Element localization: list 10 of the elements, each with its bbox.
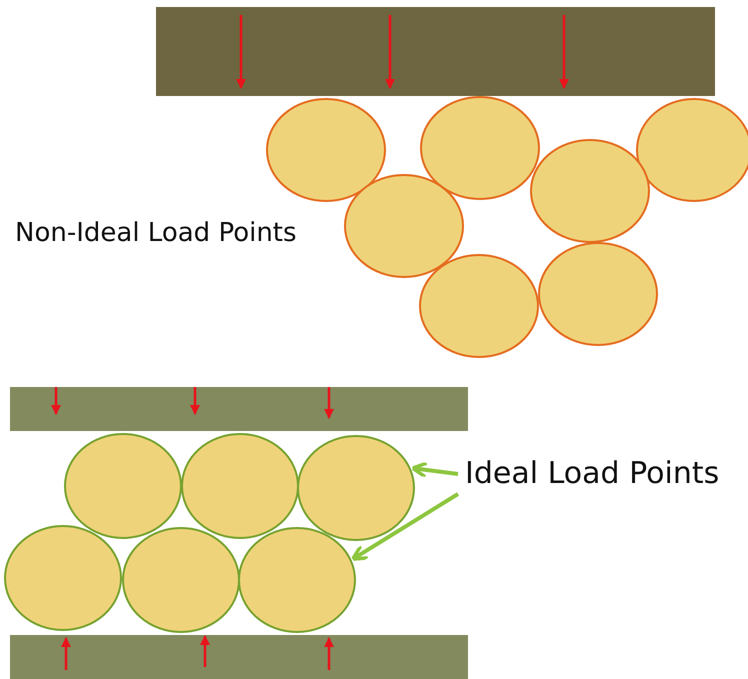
callout-label: Ideal Load Points <box>465 456 720 491</box>
particle <box>63 432 183 540</box>
leader-arrow <box>410 461 458 479</box>
particle <box>296 434 416 542</box>
particle <box>237 526 357 634</box>
particle <box>121 526 241 634</box>
particle <box>180 432 300 540</box>
caption-label: Non-Ideal Load Points <box>15 218 297 248</box>
particle <box>3 524 123 632</box>
leader-arrow <box>350 492 460 561</box>
